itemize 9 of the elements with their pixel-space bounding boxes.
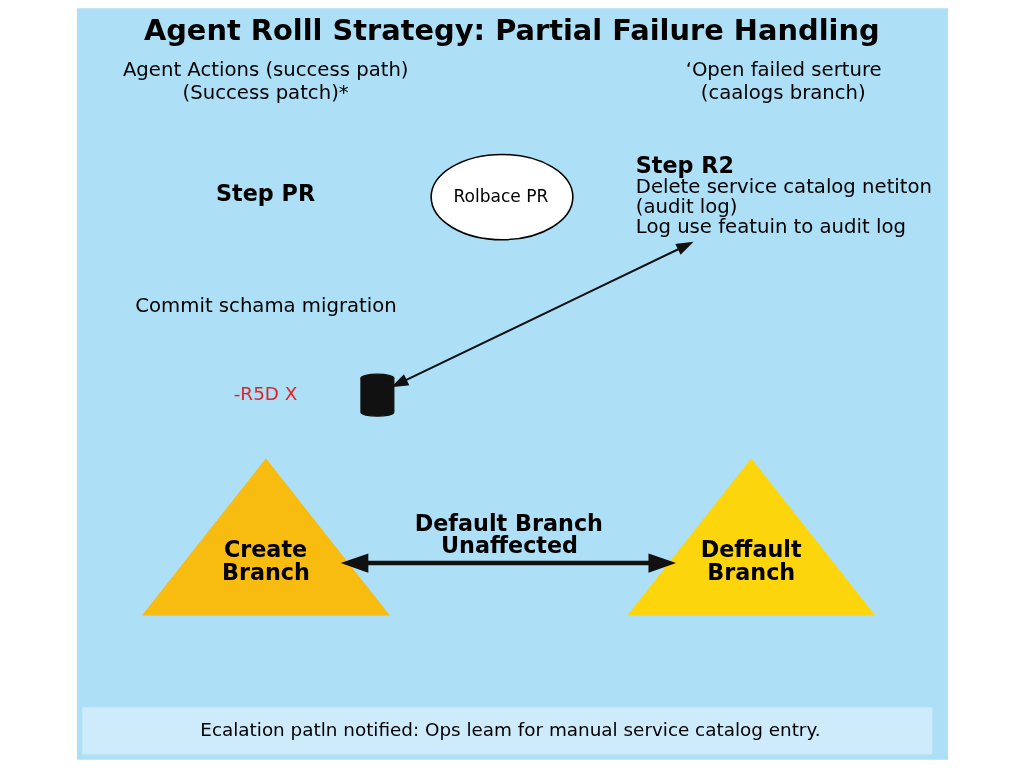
- label: Agent Actions (success path) (Success patch)*: [122, 58, 409, 104]
- diagram-title: Agent Rolll Strategy: Partial Failure Handling: [143, 13, 880, 48]
- label: Step PR: [215, 180, 315, 207]
- node-text: Step R2 Delete service catalog netiton (audit log) Log use featuin to audit log: [635, 151, 932, 238]
- label: ‘Open failed serture (caalogs branch): [685, 58, 882, 104]
- edge-label: Default Branch Unaffected: [414, 510, 603, 559]
- caption: Ecalation patln notified: Ops leam for manual service catalog entry.: [199, 718, 821, 740]
- label: -R5D X: [233, 383, 297, 404]
- label: Commit schama migration: [134, 293, 397, 317]
